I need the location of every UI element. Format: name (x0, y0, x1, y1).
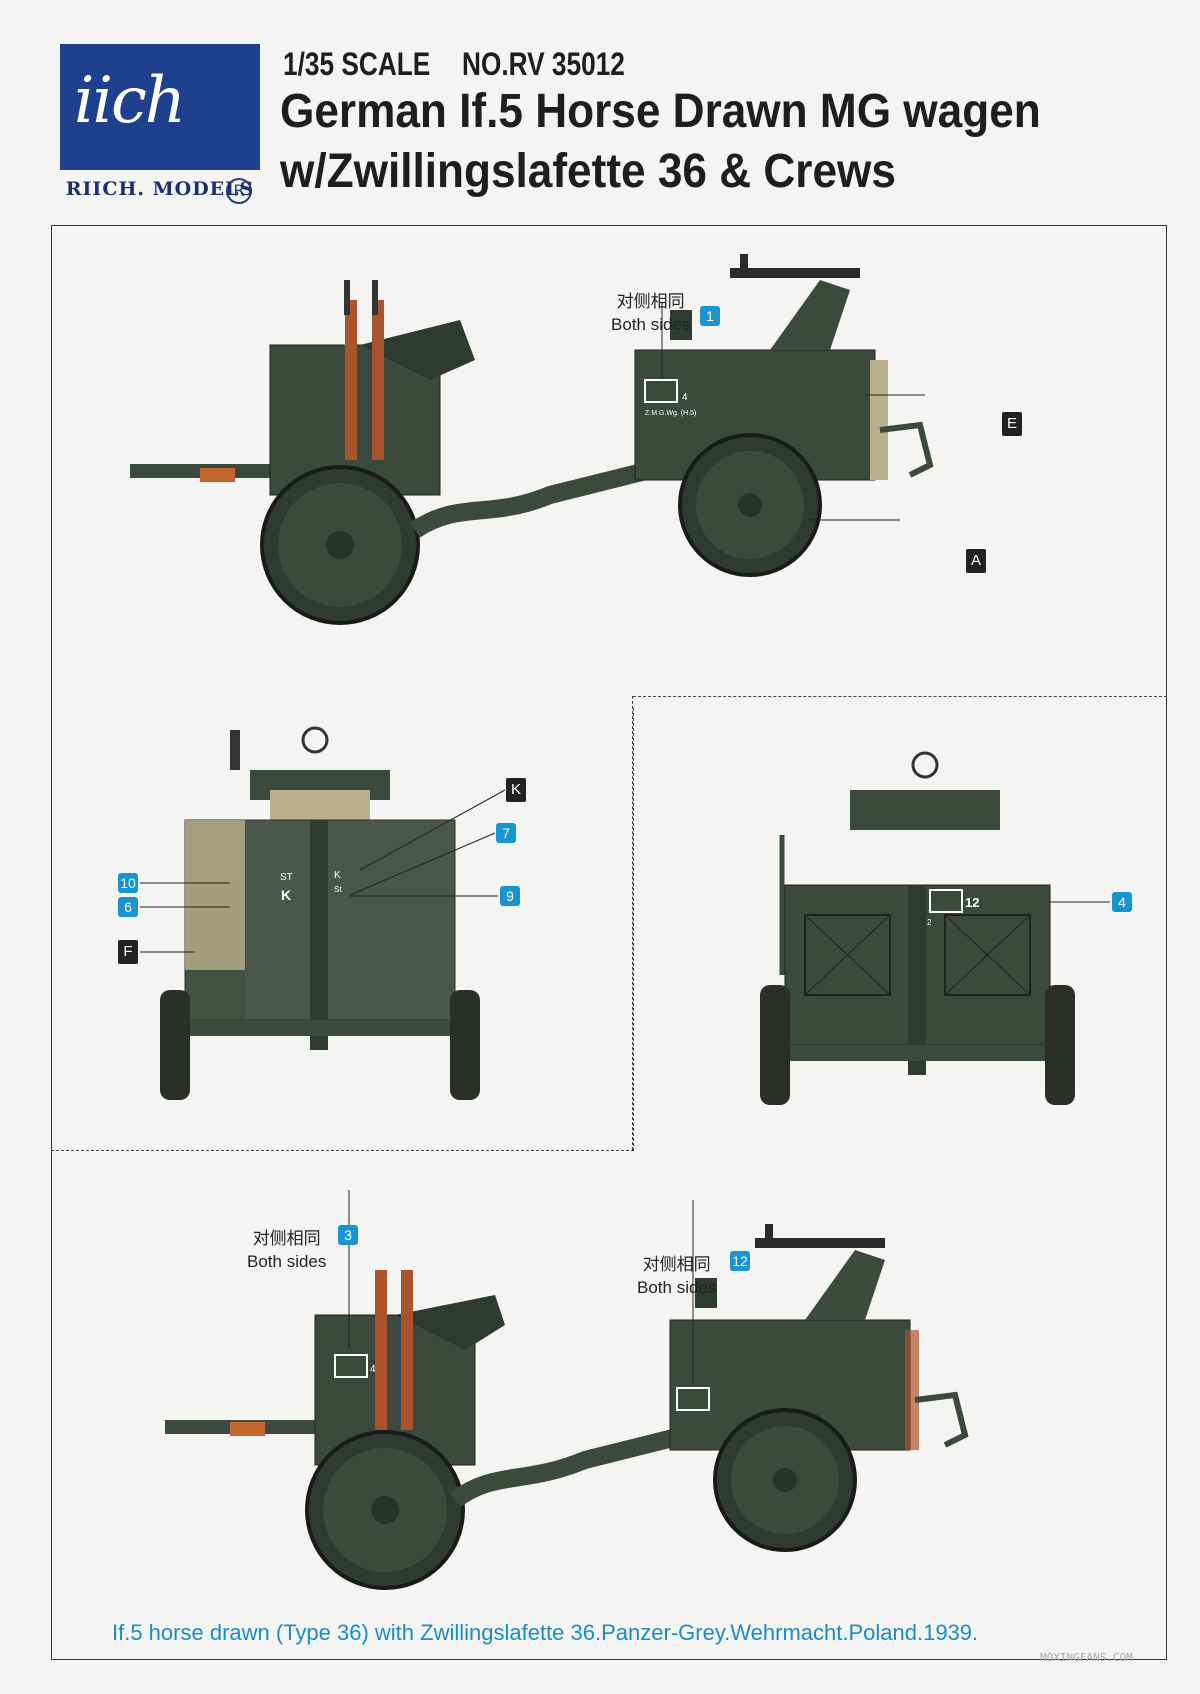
decal-callout-10: 10 (118, 873, 138, 893)
front-view: ST K K St (160, 726, 480, 1100)
note-cn-3: 对侧相同 (252, 1229, 321, 1248)
svg-text:2: 2 (927, 918, 932, 927)
decal-callout-3: 3 (338, 1225, 358, 1245)
marker-k: K (506, 778, 526, 802)
svg-text:ST: ST (280, 872, 293, 883)
dashed-divider-left (51, 708, 634, 1151)
kit-number: NO.RV 35012 (462, 46, 625, 82)
logo-badge: iich (60, 44, 260, 170)
svg-text:4: 4 (682, 392, 688, 403)
rear-view: 12 2 (760, 751, 1075, 1105)
decal-callout-12: 12 (730, 1251, 750, 1271)
title-line-1: German If.5 Horse Drawn MG wagen (280, 85, 1041, 138)
note-cn: 对侧相同 (616, 292, 685, 311)
decal-callout-4-rear: 4 (1112, 892, 1132, 912)
note-en-12: Both sides (637, 1278, 717, 1297)
note-en-3: Both sides (247, 1252, 327, 1271)
drawbar-bottom (449, 1426, 688, 1508)
note-cn-12: 对侧相同 (642, 1255, 711, 1274)
limber-cart-bottom: 4 (165, 1270, 505, 1590)
marker-a: A (966, 549, 986, 573)
registered-mark-icon: R (226, 178, 252, 204)
limber-cart (130, 280, 475, 625)
brand-name: RIICH. MODELS (65, 178, 255, 200)
decal-callout-9: 9 (500, 886, 520, 906)
side-view-top: 4 Z.M.G.Wg. (H.5) (130, 254, 934, 625)
note-both-sides-1: 对侧相同 Both sides (611, 290, 690, 336)
mg-wagon: 4 Z.M.G.Wg. (H.5) (634, 254, 934, 577)
svg-text:St: St (334, 885, 342, 894)
marker-e: E (1002, 412, 1022, 436)
svg-text:K: K (334, 870, 341, 881)
note-both-sides-12: 对侧相同 Both sides (637, 1253, 716, 1299)
dashed-divider-vertical (632, 696, 633, 1150)
svg-text:12: 12 (965, 895, 979, 910)
watermark: MOXINGFANS.COM (1040, 1651, 1133, 1664)
svg-text:Z.M.G.Wg. (H.5): Z.M.G.Wg. (H.5) (645, 410, 696, 417)
note-en: Both sides (611, 315, 691, 334)
decal-callout-1: 1 (700, 306, 720, 326)
logo-script-text: iich (74, 64, 186, 138)
title-line-2: w/Zwillingslafette 36 & Crews (280, 145, 896, 198)
decal-callout-6: 6 (118, 897, 138, 917)
scheme-caption: If.5 horse drawn (Type 36) with Zwilling… (112, 1620, 979, 1645)
front-wagon-body: ST K K St (160, 726, 480, 1100)
note-both-sides-3: 对侧相同 Both sides (247, 1227, 326, 1273)
marker-f: F (118, 940, 138, 964)
svg-text:K: K (281, 887, 291, 903)
decal-callout-7: 7 (496, 823, 516, 843)
drawbar (410, 461, 653, 538)
scale-label: 1/35 SCALE (283, 46, 431, 82)
svg-text:4: 4 (370, 1364, 376, 1375)
rear-wagon-body: 12 2 (760, 751, 1075, 1105)
riich-logo: iich R RIICH. MODELS (60, 44, 260, 204)
mg-wagon-bottom (669, 1224, 969, 1552)
dashed-divider-right (633, 696, 1167, 697)
instruction-sheet-frame (51, 225, 1167, 1660)
side-view-bottom: 4 (165, 1190, 969, 1590)
